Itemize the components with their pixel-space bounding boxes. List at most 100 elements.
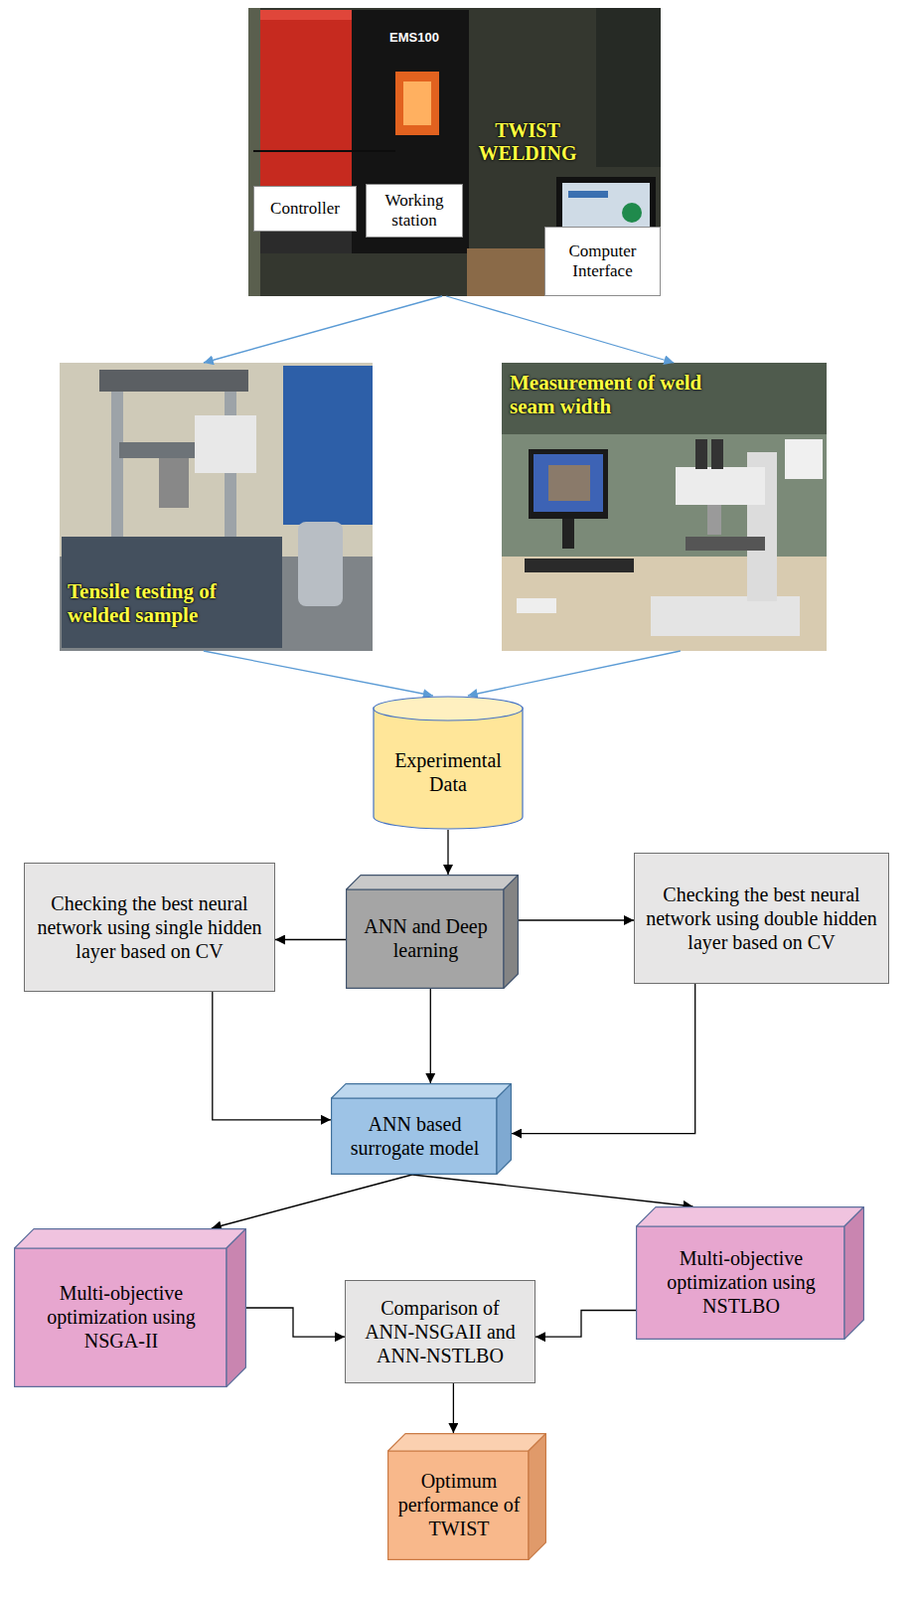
grip (158, 458, 189, 508)
box-top (636, 1207, 865, 1226)
text-holder: Controller (270, 198, 340, 219)
node-text: Multi-objective optimization using NSTLB… (643, 1245, 839, 1318)
text-holder: Checking the best neural network using d… (643, 882, 880, 954)
photo-ground (248, 7, 661, 297)
database-cylinder: Experimental Data (372, 695, 524, 830)
process-box: Checking the best neural network using d… (633, 852, 890, 984)
text-holder: ANN based surrogate model (338, 1111, 491, 1160)
box-front (331, 1097, 497, 1174)
curtain (283, 365, 373, 525)
node-text: ANN and Deep learning (353, 914, 498, 962)
machine-label: EMS100 (389, 29, 440, 45)
terminal-box-3d: Optimum performance of TWIST (387, 1432, 547, 1560)
monitor-screen (533, 454, 604, 512)
box-top (14, 1228, 247, 1248)
caption-holder: Measurement of weld seam width (509, 370, 741, 419)
wall-band (501, 362, 827, 435)
photo-caption: Measurement of weld seam width (509, 370, 741, 419)
monitor-stand (562, 518, 575, 549)
objective (707, 504, 722, 535)
flow-arrow (453, 1382, 455, 1433)
callout-box: Controller (253, 185, 357, 232)
wall-panel (784, 439, 823, 479)
desk (501, 556, 827, 651)
microscope-base (650, 596, 800, 636)
monitor-frame (528, 449, 609, 519)
process-box-3d: ANN based surrogate model (330, 1082, 512, 1175)
photo-caption: TWIST WELDING (462, 119, 593, 165)
node-text: Checking the best neural network using s… (33, 891, 266, 963)
eyepiece (711, 439, 724, 469)
crosshead (99, 369, 249, 392)
flow-arrow (518, 918, 634, 920)
box-side (528, 1433, 546, 1560)
machine-base (61, 536, 283, 648)
cabinet-highlight (260, 9, 352, 20)
flow-arrow (412, 1174, 694, 1207)
flow-arrow (275, 938, 346, 940)
box-top (331, 1083, 512, 1098)
flow-arrow (430, 988, 432, 1083)
photo-ground (501, 362, 827, 651)
box-front (346, 889, 504, 988)
box-front (636, 1225, 845, 1339)
flow-arrow (203, 296, 443, 363)
sample-box (516, 598, 557, 613)
cable (253, 150, 396, 153)
microscope-photo (501, 362, 827, 651)
node-text: Controller (270, 198, 340, 219)
box-side (226, 1228, 246, 1387)
node-text: Computer Interface (549, 241, 656, 281)
box-top (388, 1433, 547, 1451)
flow-arrow (246, 1307, 345, 1337)
weld-image (548, 464, 591, 501)
text-holder: ANN and Deep learning (353, 914, 498, 962)
flow-arrow (447, 829, 449, 875)
node-text: ANN based surrogate model (338, 1111, 491, 1160)
process-box: Checking the best neural network using s… (23, 862, 276, 992)
flow-arrow (212, 991, 331, 1120)
box-face (634, 853, 890, 984)
photo-panel: TWIST WELDINGControllerWorking stationCo… (248, 7, 661, 297)
box-side (496, 1083, 511, 1175)
tensile-testing-photo (59, 362, 373, 651)
stage (685, 536, 765, 551)
text-holder: Experimental Data (382, 748, 514, 796)
text-holder: Computer Interface (549, 241, 656, 281)
text-holder: Multi-objective optimization using NSTLB… (643, 1245, 839, 1318)
process-box-3d: Multi-objective optimization using NSGA-… (13, 1227, 247, 1387)
caption-holder: TWIST WELDING (462, 119, 593, 165)
text-holder: Checking the best neural network using s… (33, 891, 266, 963)
furnace (194, 415, 257, 473)
box-face (24, 863, 276, 992)
cylinder-body (373, 707, 523, 829)
box-front (14, 1247, 227, 1386)
flow-arrow (446, 296, 674, 363)
process-box: Comparison of ANN-NSGAII and ANN-NSTLBO (344, 1279, 536, 1383)
flow-arrow (203, 650, 434, 696)
keyboard (524, 558, 634, 573)
text-holder: Comparison of ANN-NSGAII and ANN-NSTLBO (354, 1295, 526, 1368)
flow-arrow (511, 983, 696, 1134)
black-cabinet (351, 9, 469, 254)
flow-arrow (211, 1174, 413, 1228)
wall (596, 7, 661, 167)
red-cabinet (260, 9, 352, 199)
welding-machine-photo (248, 7, 661, 297)
node-text: Comparison of ANN-NSGAII and ANN-NSTLBO (354, 1295, 526, 1368)
eyepiece (695, 439, 708, 469)
text-holder: Optimum performance of TWIST (395, 1468, 523, 1540)
microscope-head (675, 466, 765, 505)
working-window (395, 71, 440, 136)
box-front (388, 1450, 529, 1559)
photo-caption: Tensile testing of welded sample (67, 579, 282, 627)
column (111, 391, 124, 541)
process-box-3d: Multi-objective optimization using NSTLB… (635, 1206, 865, 1340)
photo-panel: Measurement of weld seam width (501, 362, 827, 651)
box-side (844, 1207, 864, 1340)
box-side (503, 875, 518, 989)
screen-button (621, 202, 642, 223)
flow-arrow (535, 1310, 636, 1338)
callout-box: Computer Interface (544, 226, 661, 297)
node-text: Optimum performance of TWIST (395, 1468, 523, 1540)
